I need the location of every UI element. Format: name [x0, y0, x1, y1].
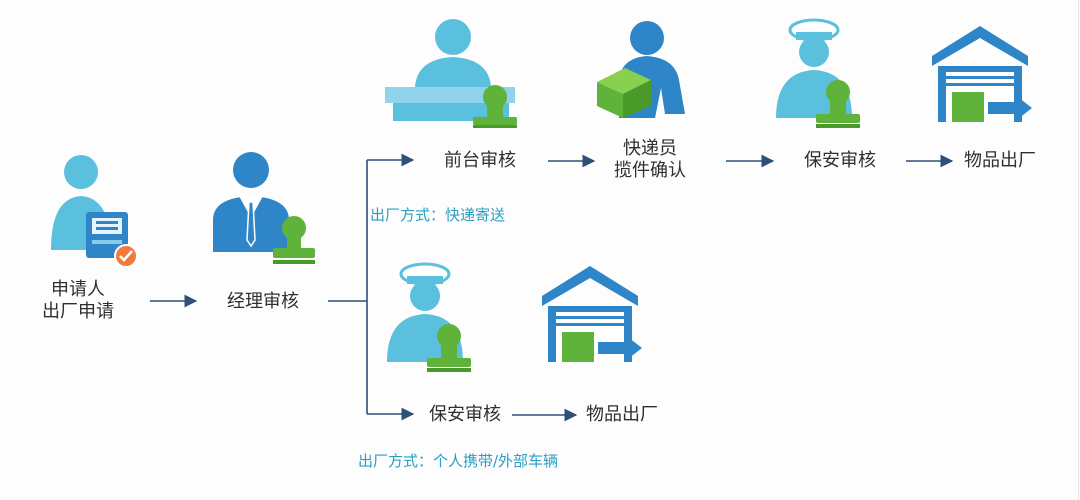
front-desk-review-label: 前台审核 — [444, 150, 516, 171]
security-review-bottom-label: 保安审核 — [429, 404, 501, 425]
manager-icon — [213, 152, 315, 264]
applicant-label: 申请人 出厂申请 — [28, 279, 128, 323]
applicant-label-line1: 申请人 — [51, 279, 105, 300]
courier-confirm-label: 快递员 揽件确认 — [600, 138, 700, 182]
applicant-label-line2: 出厂申请 — [42, 301, 114, 322]
applicant-icon — [51, 155, 138, 268]
security-guard-icon — [776, 18, 860, 128]
security-review-top-label: 保安审核 — [804, 150, 876, 171]
manager-review-label: 经理审核 — [227, 291, 299, 312]
warehouse-exit-icon — [932, 26, 1032, 122]
front-desk-icon — [385, 19, 517, 128]
courier-icon — [597, 21, 685, 118]
security-guard-icon — [387, 262, 471, 372]
personal-branch-note: 出厂方式：个人携带/外部车辆 — [358, 452, 559, 470]
warehouse-exit-icon — [542, 266, 642, 362]
right-border — [1078, 0, 1079, 500]
courier-confirm-line2: 揽件确认 — [614, 160, 686, 181]
courier-branch-note: 出厂方式：快递寄送 — [370, 206, 506, 224]
courier-confirm-line1: 快递员 — [623, 138, 677, 159]
goods-out-top-label: 物品出厂 — [964, 150, 1036, 171]
goods-out-bottom-label: 物品出厂 — [586, 404, 658, 425]
